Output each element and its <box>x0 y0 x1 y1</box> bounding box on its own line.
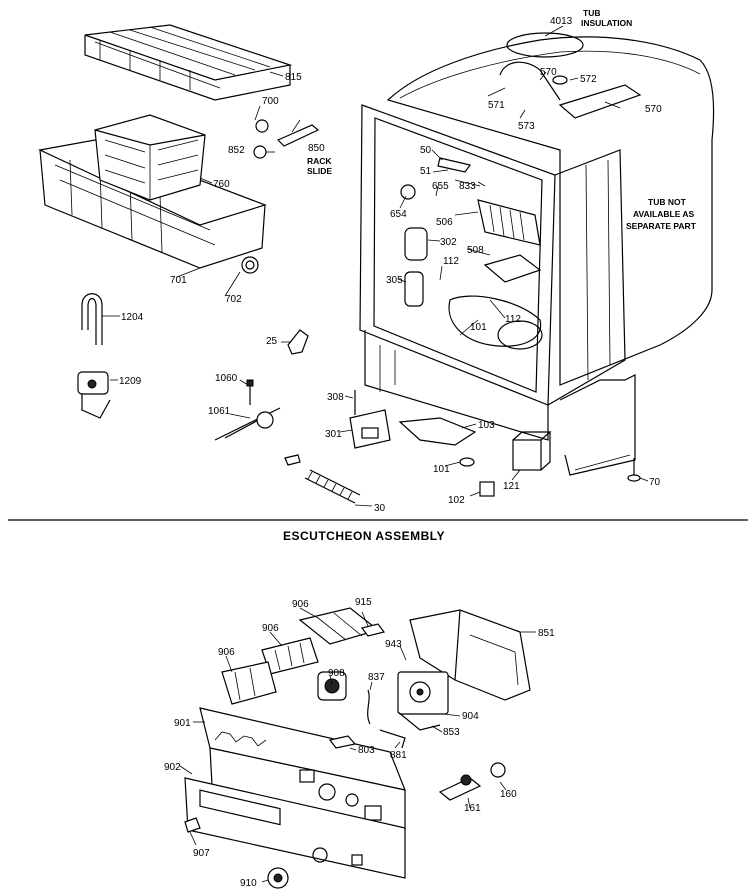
svg-text:RACK: RACK <box>307 156 332 166</box>
label-906-left: 906 <box>218 647 235 658</box>
label-101-tub: 101 <box>470 322 487 333</box>
label-906-mid: 906 <box>262 623 279 634</box>
label-573: 573 <box>518 121 535 132</box>
svg-text:INSULATION: INSULATION <box>581 18 632 28</box>
section-title: ESCUTCHEON ASSEMBLY <box>283 529 445 543</box>
label-902: 902 <box>164 762 181 773</box>
label-30: 30 <box>374 503 386 514</box>
label-572: 572 <box>580 74 597 85</box>
label-1060: 1060 <box>215 373 238 384</box>
escutcheon-assembly <box>184 607 531 889</box>
note-tub-not-available: TUB NOT AVAILABLE AS SEPARATE PART <box>626 197 697 231</box>
label-904: 904 <box>462 711 479 722</box>
label-308: 308 <box>327 392 344 403</box>
label-25: 25 <box>266 336 278 347</box>
label-852: 852 <box>228 145 245 156</box>
label-881: 881 <box>390 750 407 761</box>
label-506: 506 <box>436 217 453 228</box>
note-rack-slide: RACK SLIDE <box>307 156 332 176</box>
label-50: 50 <box>420 145 432 156</box>
label-112-lower: 112 <box>505 314 521 325</box>
label-654: 654 <box>390 209 407 220</box>
label-160: 160 <box>500 789 517 800</box>
leader-lines <box>102 25 649 883</box>
label-51: 51 <box>420 166 432 177</box>
label-570-top: 570 <box>540 67 557 78</box>
label-70: 70 <box>649 477 661 488</box>
label-121: 121 <box>503 481 520 492</box>
svg-text:TUB: TUB <box>583 8 600 18</box>
svg-text:TUB NOT: TUB NOT <box>648 197 687 207</box>
label-700: 700 <box>262 96 279 107</box>
label-570-right: 570 <box>645 104 662 115</box>
label-4013: 4013 <box>550 16 573 27</box>
part-labels: 4013 570 572 570 571 573 815 700 850 852… <box>119 16 662 889</box>
tub <box>359 32 715 476</box>
label-702: 702 <box>225 294 242 305</box>
label-571: 571 <box>488 100 505 111</box>
label-943: 943 <box>385 639 402 650</box>
label-803: 803 <box>358 745 375 756</box>
label-655: 655 <box>432 181 449 192</box>
svg-text:AVAILABLE AS: AVAILABLE AS <box>633 209 695 219</box>
label-850: 850 <box>308 143 325 154</box>
label-102: 102 <box>448 495 465 506</box>
silverware-basket <box>94 114 206 201</box>
label-161: 161 <box>464 803 481 814</box>
svg-text:SLIDE: SLIDE <box>307 166 332 176</box>
label-837: 837 <box>368 672 385 683</box>
label-915: 915 <box>355 597 372 608</box>
label-101-base: 101 <box>433 464 450 475</box>
label-833: 833 <box>459 181 476 192</box>
note-tub-insulation: TUB INSULATION <box>581 8 632 28</box>
label-112-upper: 112 <box>443 256 459 267</box>
label-1209: 1209 <box>119 376 142 387</box>
small-parts <box>77 293 641 504</box>
label-906-top: 906 <box>292 599 309 610</box>
label-305: 305 <box>386 275 403 286</box>
label-302: 302 <box>440 237 457 248</box>
label-907: 907 <box>193 848 210 859</box>
label-901: 901 <box>174 718 191 729</box>
svg-text:SEPARATE PART: SEPARATE PART <box>626 221 697 231</box>
label-1061: 1061 <box>208 406 231 417</box>
upper-rack <box>84 24 293 101</box>
label-508: 508 <box>467 245 484 256</box>
label-853: 853 <box>443 727 460 738</box>
label-851: 851 <box>538 628 555 639</box>
label-910: 910 <box>240 878 257 889</box>
label-301: 301 <box>325 429 342 440</box>
label-1204: 1204 <box>121 312 144 323</box>
rack-slide <box>241 119 320 274</box>
label-908: 908 <box>328 668 345 679</box>
label-760: 760 <box>213 179 230 190</box>
label-103: 103 <box>478 420 495 431</box>
label-701: 701 <box>170 275 187 286</box>
label-815: 815 <box>285 72 302 83</box>
